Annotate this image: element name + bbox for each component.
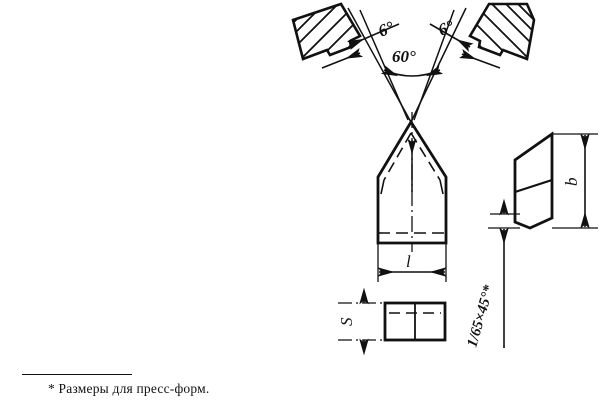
bottom-view-rectangle [383,301,447,342]
angle-arc [380,65,444,77]
tool-bevel-right-tick [439,179,444,195]
footnote-rule [22,374,132,375]
angle-included-label: 60° [392,47,416,66]
dimension-thickness-s: S [337,287,390,356]
dimension-l-label: l [406,252,411,271]
angle-included-dimension [380,65,444,77]
tool-bevel-left [383,132,412,181]
side-view-insert [513,131,554,230]
dimension-width-b: b [552,133,598,229]
angle-left-label: 6° [375,17,396,40]
chamfer-note-label: 1/65×45°* [464,283,497,349]
dimension-length-l: l [377,244,447,282]
angle-left-leader [321,23,400,69]
left-die-block [291,2,362,61]
tool-bevel-left-tick [380,179,385,195]
angle-right-label: 6° [435,16,456,39]
die-flank-lines [347,7,467,125]
footnote-text: * Размеры для пресс-форм. [48,381,210,396]
right-flank-inner [413,9,455,121]
front-view-pointed-tool [376,112,448,252]
side-insert-divider [514,178,553,194]
chamfer-note-leader [488,198,520,348]
dimension-s-label: S [337,317,356,326]
left-flank-inner [359,9,409,121]
angle-right-leader [429,23,501,69]
dimension-b-label: b [562,178,581,187]
side-insert-outline [513,131,554,230]
